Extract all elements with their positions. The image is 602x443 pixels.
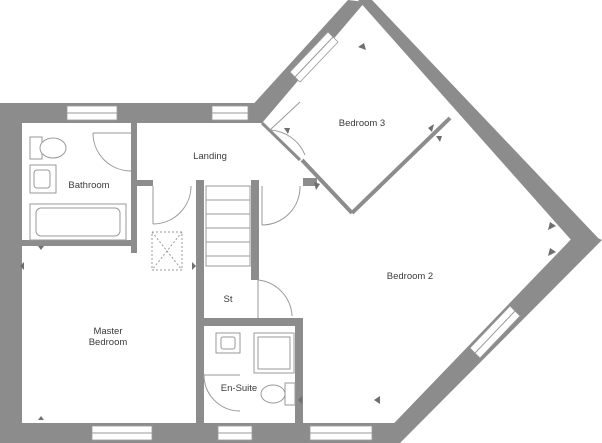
door-bathroom[interactable] <box>92 132 132 172</box>
window-bedroom2-south <box>309 425 373 441</box>
door-ensuite[interactable] <box>203 374 241 412</box>
door-store[interactable] <box>257 279 293 318</box>
window-bedroom3 <box>289 31 339 83</box>
bathroom-fixtures <box>29 136 127 241</box>
window-ensuite <box>217 425 253 441</box>
label-ensuite: En-Suite <box>221 383 257 394</box>
bathtub <box>29 203 127 241</box>
label-master-line2: Bedroom <box>89 337 128 348</box>
basin-bathroom <box>29 164 57 194</box>
shower-tray <box>253 332 295 374</box>
master-partition <box>196 266 204 423</box>
door-bedroom3[interactable] <box>269 101 306 156</box>
toilet-ensuite <box>260 382 296 406</box>
basin-ensuite <box>215 332 241 354</box>
loft-hatch <box>151 231 183 271</box>
landing-divider <box>137 180 153 186</box>
bedroom3-door-wall <box>260 121 302 162</box>
top-wall <box>0 103 262 123</box>
label-landing: Landing <box>193 151 227 162</box>
label-bedroom3: Bedroom 3 <box>339 118 385 129</box>
label-bathroom: Bathroom <box>68 180 109 191</box>
bathroom-partition <box>131 123 137 253</box>
ensuite-right-wall <box>295 318 303 423</box>
bedroom3-sw-wall <box>300 158 354 215</box>
doors <box>92 101 306 412</box>
landing-stub <box>303 178 317 186</box>
label-master-line1: Master <box>93 326 122 337</box>
label-store: St <box>224 294 233 305</box>
staircase <box>205 185 251 267</box>
ensuite-fixtures <box>215 332 296 406</box>
door-bedroom2[interactable] <box>261 185 301 226</box>
room-labels: Bedroom 3 Landing Bathroom Bedroom 2 St … <box>68 118 433 394</box>
dimension-markers <box>20 43 556 420</box>
door-master[interactable] <box>152 185 192 225</box>
left-wall <box>0 103 22 443</box>
stair-left-wall <box>196 180 204 272</box>
stair-right-wall <box>251 180 259 280</box>
bathroom-bottom-wall <box>22 240 137 246</box>
label-bedroom2: Bedroom 2 <box>387 271 433 282</box>
northeast-wall <box>358 0 600 250</box>
window-master <box>91 425 153 441</box>
bedroom3-se-wall <box>350 116 452 215</box>
interior-walls <box>22 116 452 423</box>
window-bathroom <box>66 105 118 121</box>
store-bottom-wall <box>204 318 299 326</box>
window-landing <box>211 105 249 121</box>
windows <box>66 31 521 441</box>
window-bedroom2 <box>469 305 521 359</box>
toilet-bathroom <box>29 136 67 160</box>
